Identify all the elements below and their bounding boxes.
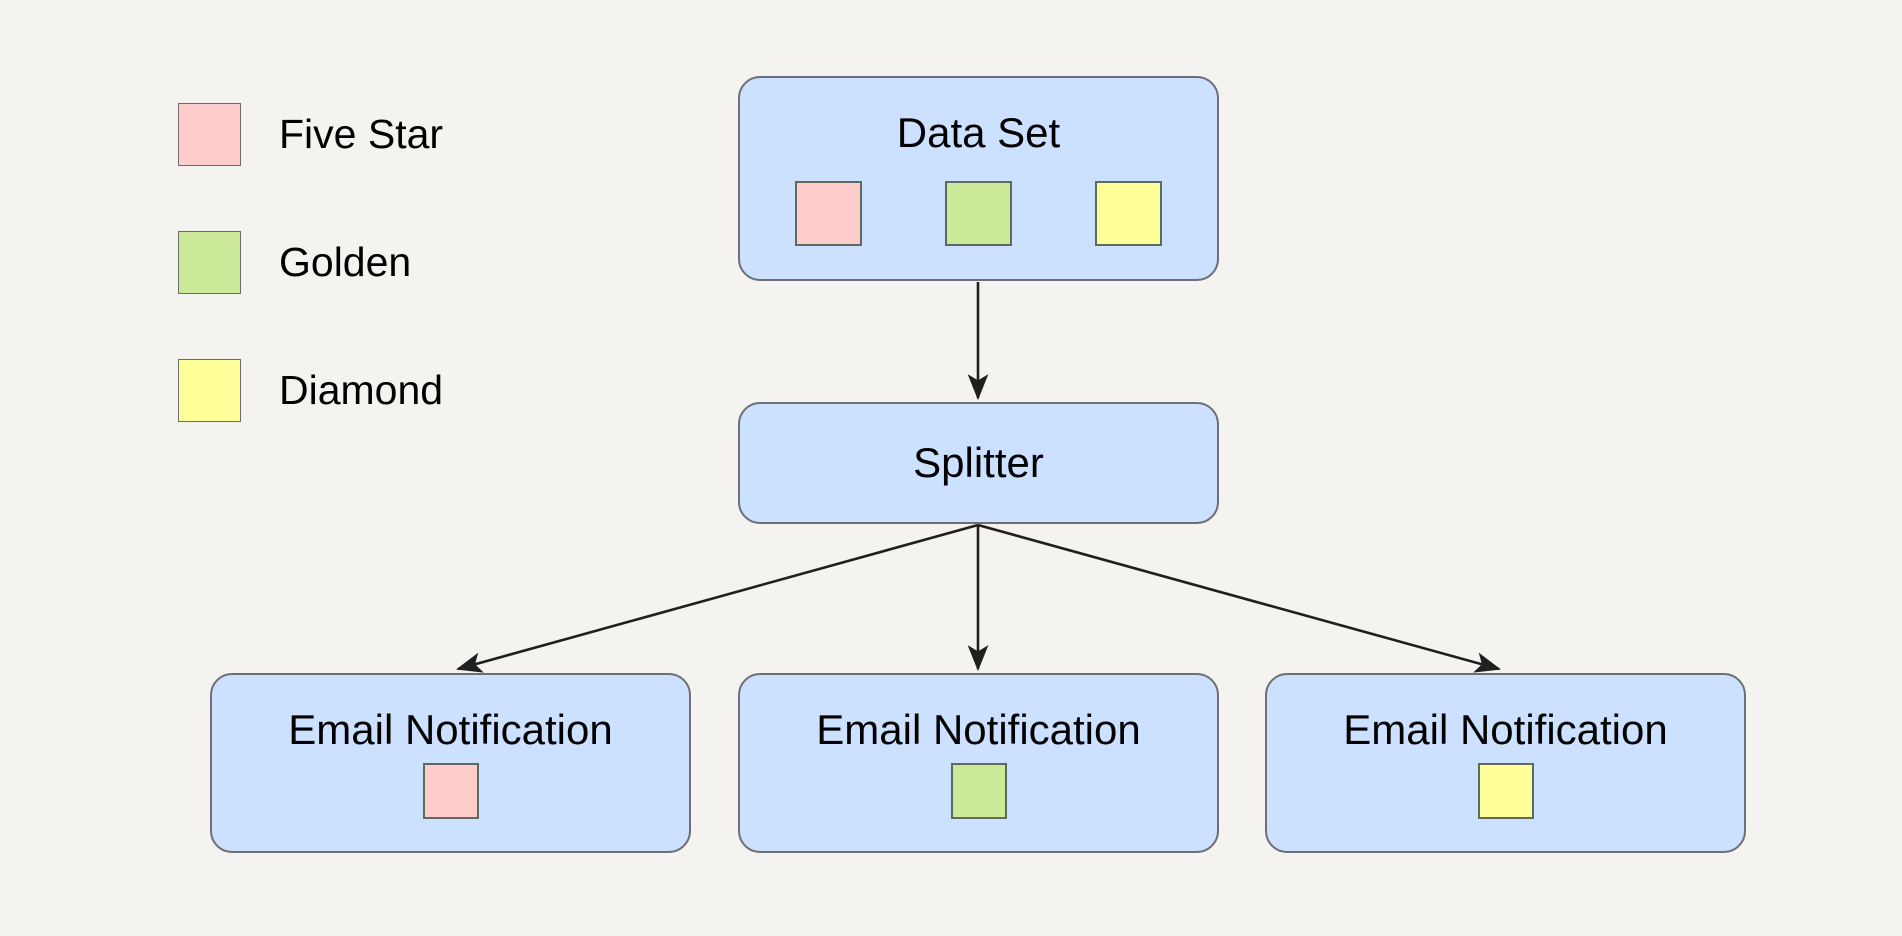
chip-five-star xyxy=(422,763,479,819)
node-data-set-title: Data Set xyxy=(896,109,1061,156)
legend-item-diamond: Diamond xyxy=(178,358,443,423)
node-splitter-title: Splitter xyxy=(913,439,1044,486)
node-email-notification-title: Email Notification xyxy=(816,706,1141,753)
five-star-swatch-icon xyxy=(178,103,241,166)
legend-label-golden: Golden xyxy=(279,239,412,285)
node-email-notification-title: Email Notification xyxy=(1343,706,1668,753)
chip-five-star xyxy=(795,181,862,246)
chip-diamond xyxy=(1095,181,1162,246)
legend-item-five-star: Five Star xyxy=(178,102,443,167)
diamond-swatch-icon xyxy=(178,359,241,422)
edge-splitter-to-email-1 xyxy=(455,523,979,673)
node-email-notification-title: Email Notification xyxy=(288,706,613,753)
chip-diamond xyxy=(1477,763,1534,819)
node-email-notification-diamond[interactable]: Email Notification xyxy=(1265,673,1746,853)
legend-label-five-star: Five Star xyxy=(279,111,444,157)
data-set-chip-row xyxy=(740,181,1217,246)
chip-golden xyxy=(950,763,1007,819)
node-email-notification-five-star[interactable]: Email Notification xyxy=(210,673,691,853)
legend-label-diamond: Diamond xyxy=(279,367,444,413)
chip-golden xyxy=(945,181,1012,246)
golden-swatch-icon xyxy=(178,231,241,294)
node-email-notification-golden[interactable]: Email Notification xyxy=(738,673,1219,853)
edge-splitter-to-email-3 xyxy=(977,523,1502,673)
legend-item-golden: Golden xyxy=(178,230,411,295)
node-data-set[interactable]: Data Set xyxy=(738,76,1219,281)
node-splitter[interactable]: Splitter xyxy=(738,402,1219,524)
